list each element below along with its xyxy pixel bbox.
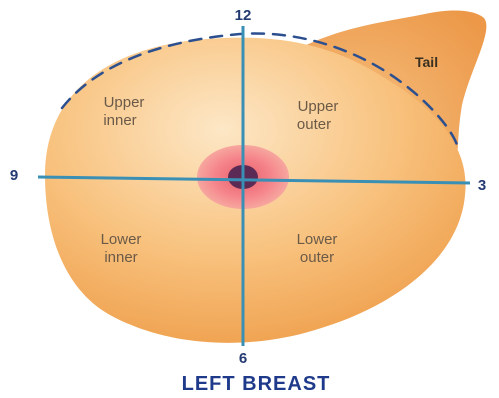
- quadrant-lower-inner-line2: inner: [104, 249, 137, 266]
- quadrant-upper-outer-line2: outer: [297, 116, 331, 133]
- quadrant-upper-inner-line2: inner: [103, 112, 136, 129]
- diagram-title: LEFT BREAST: [182, 373, 331, 395]
- clock-label-6: 6: [239, 350, 247, 367]
- quadrant-upper-inner-line1: Upper: [104, 94, 145, 111]
- tail-label: Tail: [415, 54, 438, 70]
- clock-label-3: 3: [478, 177, 486, 194]
- quadrant-lower-outer-line2: outer: [300, 249, 334, 266]
- quadrant-upper-outer-line1: Upper: [298, 98, 339, 115]
- clock-label-9: 9: [10, 167, 18, 184]
- clock-label-12: 12: [235, 7, 252, 24]
- quadrant-lower-outer-line1: Lower: [297, 231, 338, 248]
- quadrant-lower-inner-line1: Lower: [101, 231, 142, 248]
